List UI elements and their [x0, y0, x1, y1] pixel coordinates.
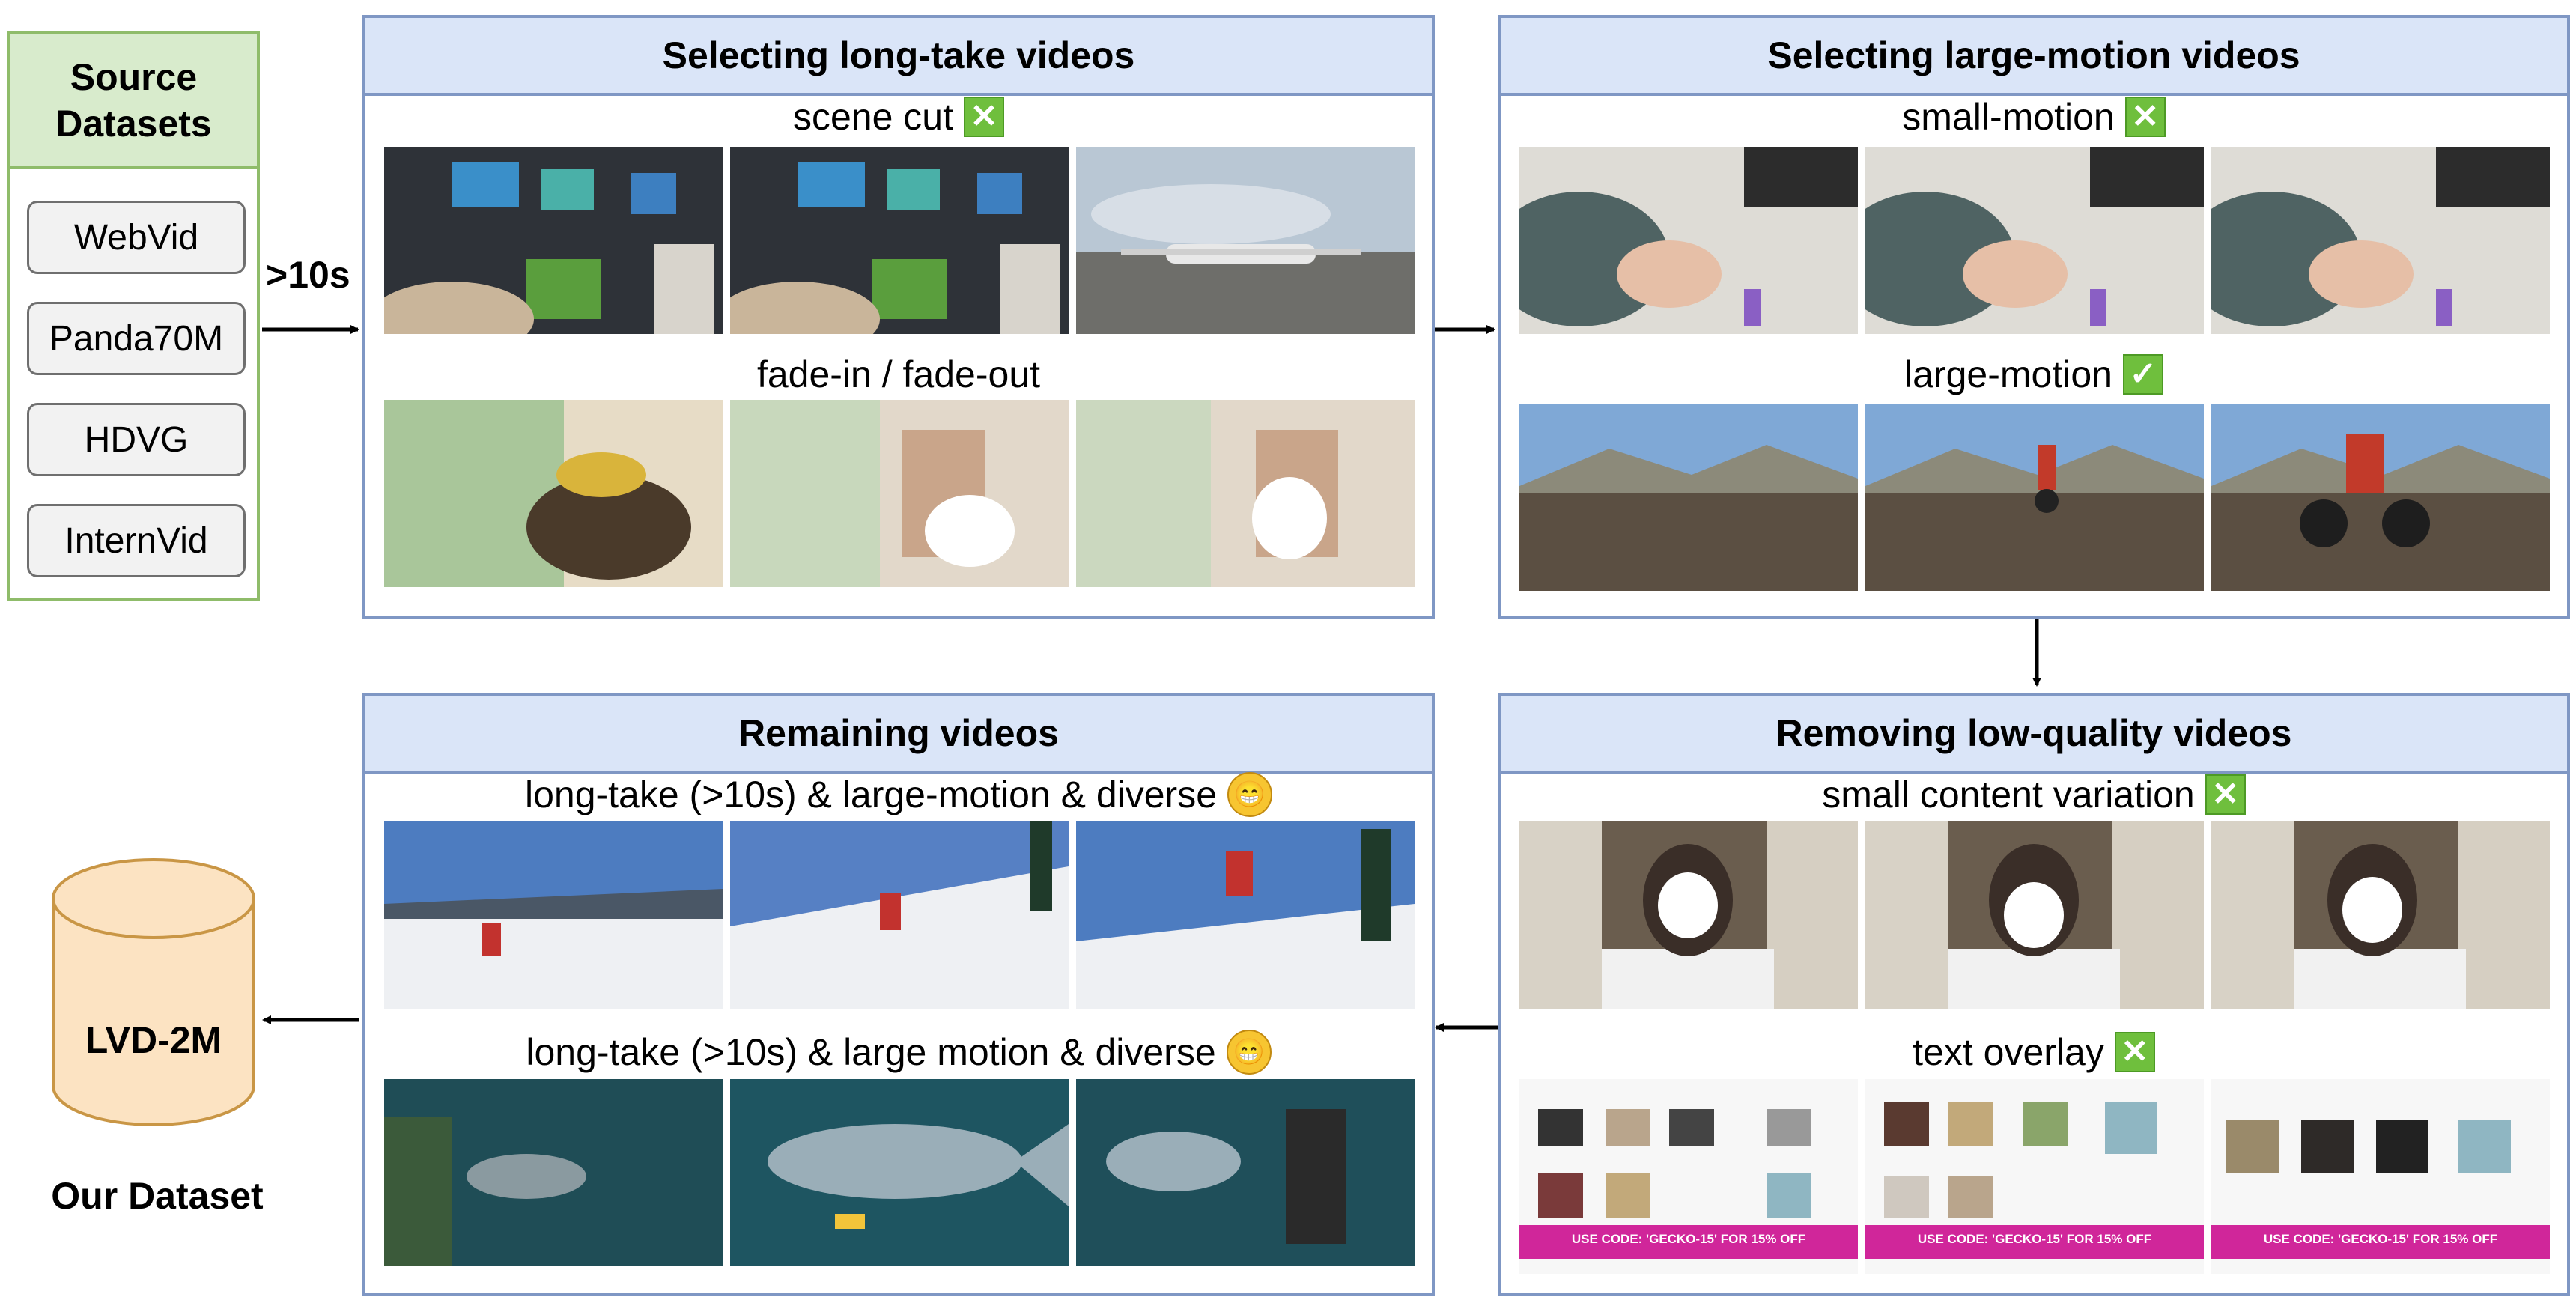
reject-icon: ✕	[964, 97, 1004, 137]
caption-large-motion: large-motion ✓	[1501, 352, 2567, 397]
reject-icon: ✕	[2114, 1032, 2155, 1072]
frame-shop-1: USE CODE: 'GECKO-15' FOR 15% OFF	[1519, 1079, 1858, 1274]
reject-icon: ✕	[2124, 97, 2166, 137]
panel-remaining: Remaining videos long-take (>10s) & larg…	[362, 693, 1435, 1296]
source-datasets-title: Source Datasets	[10, 34, 257, 169]
caption-remaining-2: long-take (>10s) & large motion & divers…	[365, 1030, 1432, 1075]
dataset-panda70m: Panda70M	[27, 302, 246, 375]
accept-icon: ✓	[2122, 354, 2163, 395]
caption-small-motion: small-motion ✕	[1501, 94, 2567, 139]
caption-scene-cut: scene cut ✕	[365, 94, 1432, 139]
frame-cockpit-2	[730, 147, 1069, 334]
reject-icon: ✕	[2205, 774, 2246, 815]
frame-motocross-1	[1519, 404, 1858, 591]
frame-airplane	[1076, 147, 1415, 334]
frame-fade-2	[730, 400, 1069, 587]
frame-person-1	[1519, 821, 1858, 1009]
frame-soldering-1	[1519, 147, 1858, 334]
panel-long-take-title: Selecting long-take videos	[365, 18, 1432, 96]
caption-small-content-variation: small content variation ✕	[1501, 772, 2567, 817]
dataset-cylinder	[52, 858, 255, 1126]
caption-remaining-1: long-take (>10s) & large-motion & divers…	[365, 772, 1432, 817]
frame-shark-1	[384, 1079, 723, 1266]
grin-emoji-icon: 😁	[1226, 1030, 1272, 1075]
duration-filter-label: >10s	[266, 254, 350, 296]
frame-person-3	[2211, 821, 2550, 1009]
frame-fade-1	[384, 400, 723, 587]
frame-soldering-2	[1865, 147, 2204, 334]
frame-cockpit-1	[384, 147, 723, 334]
promo-banner-text: USE CODE: 'GECKO-15' FOR 15% OFF	[1571, 1232, 1806, 1246]
panel-remaining-title: Remaining videos	[365, 696, 1432, 774]
panel-low-quality: Removing low-quality videos small conten…	[1498, 693, 2570, 1296]
frame-ski-2	[730, 821, 1069, 1009]
frame-shop-2: USE CODE: 'GECKO-15' FOR 15% OFF	[1865, 1079, 2204, 1274]
frame-shark-3	[1076, 1079, 1415, 1266]
panel-long-take: Selecting long-take videos scene cut ✕ f…	[362, 15, 1435, 619]
caption-text-overlay: text overlay ✕	[1501, 1030, 2567, 1075]
dataset-name: LVD-2M	[85, 1019, 222, 1061]
panel-low-quality-title: Removing low-quality videos	[1501, 696, 2567, 774]
promo-banner-text: USE CODE: 'GECKO-15' FOR 15% OFF	[1917, 1232, 2152, 1246]
frame-fade-3	[1076, 400, 1415, 587]
dataset-hdvg: HDVG	[27, 403, 246, 476]
frame-ski-3	[1076, 821, 1415, 1009]
frame-person-2	[1865, 821, 2204, 1009]
frame-ski-1	[384, 821, 723, 1009]
panel-large-motion-title: Selecting large-motion videos	[1501, 18, 2567, 96]
source-datasets-box: Source Datasets WebVid Panda70M HDVG Int…	[7, 31, 260, 601]
grin-emoji-icon: 😁	[1227, 772, 1273, 817]
dataset-label: Our Dataset	[51, 1175, 264, 1217]
dataset-internvid: InternVid	[27, 504, 246, 577]
dataset-webvid: WebVid	[27, 201, 246, 274]
frame-motocross-2	[1865, 404, 2204, 591]
frame-motocross-3	[2211, 404, 2550, 591]
frame-shark-2	[730, 1079, 1069, 1266]
caption-fade: fade-in / fade-out	[756, 353, 1041, 395]
frame-shop-3: USE CODE: 'GECKO-15' FOR 15% OFF	[2211, 1079, 2550, 1274]
frame-soldering-3	[2211, 147, 2550, 334]
panel-large-motion: Selecting large-motion videos small-moti…	[1498, 15, 2570, 619]
promo-banner-text: USE CODE: 'GECKO-15' FOR 15% OFF	[2263, 1232, 2498, 1246]
